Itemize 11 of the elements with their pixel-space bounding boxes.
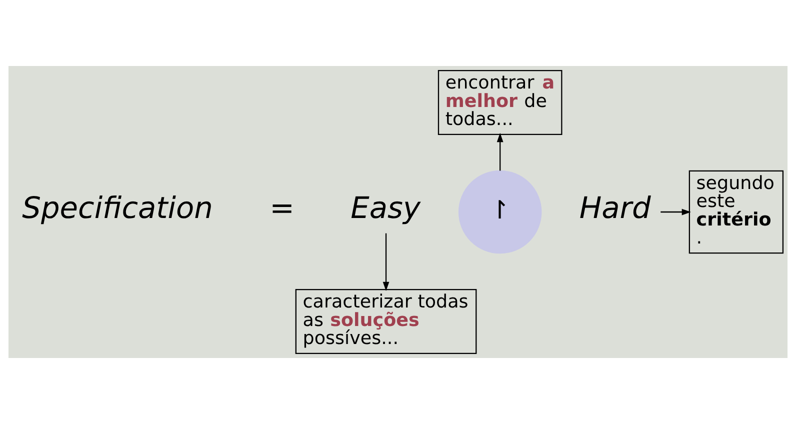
arrow [496, 132, 504, 171]
label: Specification [22, 190, 213, 226]
node-box: segundo este critério. [688, 170, 784, 254]
node-box: caracterizar todas as soluções possíves... [295, 289, 477, 354]
node-box: encontrar a melhor de todas... [438, 70, 562, 135]
node-text: Hard [579, 190, 651, 226]
node-circle: ↾ [458, 170, 542, 254]
arrow [660, 208, 691, 216]
label: = [270, 190, 295, 226]
node-text: Easy [350, 190, 421, 226]
arrow [382, 233, 390, 292]
